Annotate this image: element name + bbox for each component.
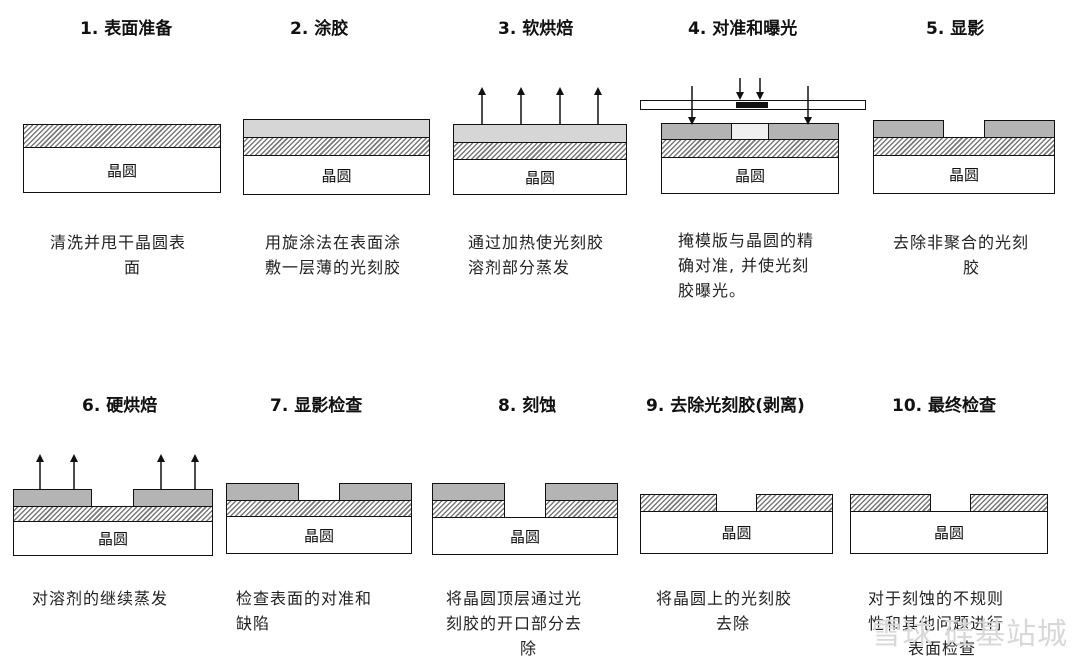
wafer: 晶圆 (226, 516, 412, 554)
step-description: 清洗并甩干晶圆表面 (50, 233, 187, 277)
step-description: 对溶剂的继续蒸发 (32, 589, 169, 608)
wafer: 晶圆 (432, 517, 618, 555)
step-title: 5. 显影 (926, 19, 985, 39)
step-title: 10. 最终检查 (892, 396, 997, 416)
wafer: 晶圆 (850, 511, 1048, 554)
step-description: 去除非聚合的光刻胶 (893, 233, 1030, 277)
heat-arrows-step-3 (478, 87, 602, 124)
wafer: 晶圆 (873, 155, 1055, 194)
step-title: 3. 软烘焙 (498, 19, 574, 39)
step-title: 9. 去除光刻胶(剥离) (646, 396, 805, 416)
step-title: 1. 表面准备 (80, 19, 173, 39)
exposure-arrows-step-4 (688, 78, 812, 125)
step-title: 8. 刻蚀 (498, 396, 557, 416)
step-description: 检查表面的对准和缺陷 (236, 589, 373, 633)
wafer: 晶圆 (23, 147, 221, 193)
wafer: 晶圆 (13, 521, 213, 556)
step-title: 6. 硬烘焙 (82, 396, 158, 416)
step-description: 将晶圆顶层通过光刻胶的开口部分去除 (446, 589, 583, 658)
step-title: 2. 涂胶 (290, 19, 349, 39)
step-description: 将晶圆上的光刻胶去除 (656, 589, 793, 633)
step-description: 通过加热使光刻胶溶剂部分蒸发 (468, 233, 605, 277)
watermark: 雪球 硅基站城 (871, 617, 1068, 652)
wafer: 晶圆 (640, 511, 833, 554)
step-description: 用旋涂法在表面涂敷一层薄的光刻胶 (265, 233, 402, 277)
step-description: 对于刻蚀的不规则性和其他问题进行表面检查 (868, 589, 1005, 658)
heat-arrows-step-6 (36, 454, 199, 489)
wafer: 晶圆 (661, 157, 839, 194)
step-title: 7. 显影检查 (270, 396, 363, 416)
step-description: 掩模版与晶圆的精确对准, 并使光刻胶曝光。 (678, 231, 815, 300)
wafer: 晶圆 (453, 159, 627, 195)
mask-pattern (736, 102, 768, 108)
step-title: 4. 对准和曝光 (688, 19, 798, 39)
wafer: 晶圆 (243, 155, 430, 195)
